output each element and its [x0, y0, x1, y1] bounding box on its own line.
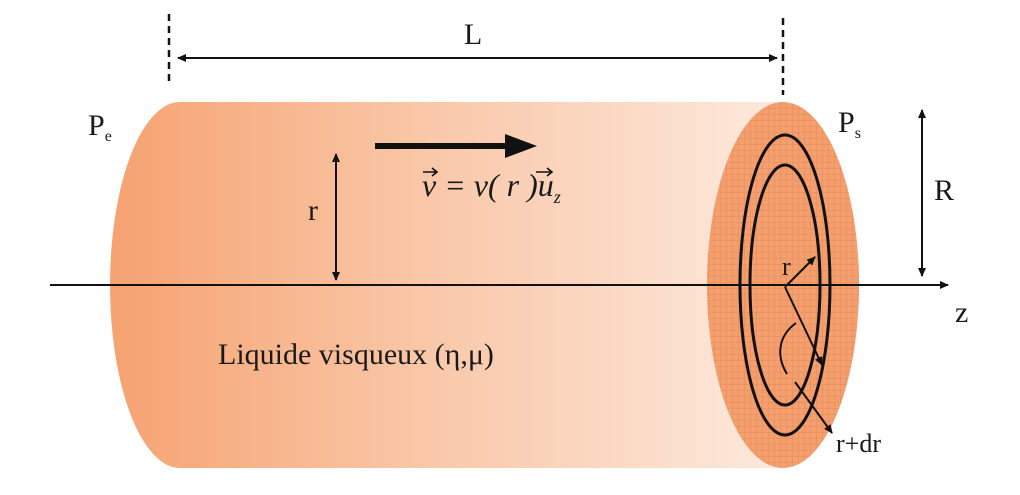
radius-r-label: r	[308, 194, 318, 227]
face-radius-r-label: r	[782, 252, 791, 281]
radius-R-label: R	[934, 174, 954, 207]
velocity-equation: v = v( r )uz	[422, 167, 561, 207]
face-radius-r-arrow	[784, 256, 816, 288]
axis-z-label: z	[955, 296, 968, 329]
vector-arrow-u	[536, 167, 554, 177]
pressure-out-label: Ps	[838, 106, 861, 142]
pressure-in-label: Pe	[88, 109, 112, 145]
liquid-label: Liquide visqueux (η,μ)	[218, 338, 494, 371]
face-radius-outer-arrow	[784, 286, 823, 366]
annulus-curve	[779, 322, 797, 375]
velocity-arrow-head	[505, 134, 537, 158]
length-label: L	[464, 18, 482, 51]
r-plus-dr-label: r+dr	[836, 429, 881, 458]
vector-arrow-v	[423, 167, 439, 177]
r-plus-dr-arrow	[794, 381, 833, 434]
